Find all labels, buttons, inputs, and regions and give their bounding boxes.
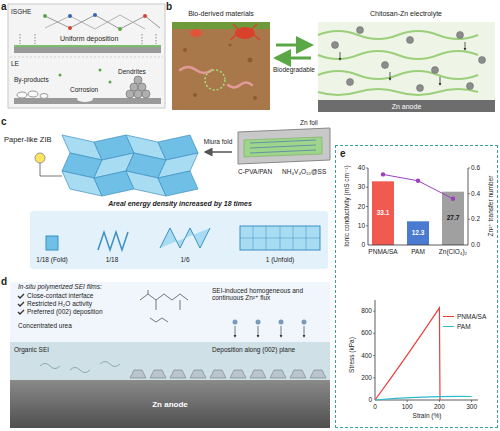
node-text: Zn anode	[152, 400, 188, 409]
text-label: ISGHE	[11, 8, 31, 15]
miura-facet	[126, 171, 166, 196]
axis-title: Zn²⁺ transfer number	[487, 176, 494, 237]
node-text: Zn anode	[392, 103, 422, 110]
tick-label: 0.6	[471, 164, 480, 171]
tick-label: 100	[402, 403, 413, 410]
tick-label: 200	[361, 374, 372, 381]
text-label: Deposition along (002) plane	[212, 346, 295, 353]
text-label: Preferred (002) deposition	[27, 308, 103, 315]
text-label: Miura fold	[204, 138, 233, 145]
tick-label: 10	[358, 222, 365, 229]
text-label: In-situ polymerized SEI films:	[18, 283, 102, 290]
tick-label: 0	[361, 241, 365, 248]
legend-text: PAM	[457, 323, 471, 330]
tick-label: 200	[434, 403, 445, 410]
legend-row: PNMA/SA	[443, 313, 486, 320]
text-label: Biodegradable	[273, 66, 315, 73]
anode-slab: Zn anode	[10, 380, 330, 428]
tick-label: 40	[358, 164, 365, 171]
miura-facet	[62, 171, 102, 196]
anode-slab: Zn anode	[318, 100, 495, 112]
bar-value: 12.3	[412, 229, 425, 236]
tick-label: 800	[361, 307, 372, 314]
text-label: Zn foil	[300, 119, 318, 126]
panel-letter: c	[1, 116, 7, 128]
text-label: Chitosan-Zn electrolyte	[370, 10, 442, 18]
text-label: 1 (Unfold)	[266, 256, 295, 263]
category-label: Zn(ClO₄)₂	[439, 248, 467, 255]
text-label: Areal energy density increased by 18 tim…	[108, 200, 252, 208]
text-label: Organic SEI	[14, 346, 49, 353]
panel-letter: d	[1, 276, 7, 288]
axis-title: Ionic conductivity (mS cm⁻¹)	[343, 165, 350, 246]
bar-value: 27.7	[447, 214, 460, 221]
tick-label: 0.0	[471, 241, 480, 248]
text-label: LE	[11, 60, 19, 67]
tick-label: 0	[368, 396, 372, 403]
text-label: 1/6	[180, 256, 189, 263]
tick-label: 0.4	[471, 190, 480, 197]
text-label: Concentrated urea	[18, 322, 72, 329]
tick-label: 0	[373, 403, 377, 410]
bar-value: 33.1	[377, 209, 390, 216]
text-label: By-products	[14, 76, 49, 83]
node-text: e	[340, 148, 346, 159]
text-label: Paper-like ZIB	[4, 136, 52, 145]
category-label: PNMA/SA	[368, 248, 397, 255]
text-label: Bio-derived materials	[188, 10, 254, 18]
legend-row: PAM	[443, 323, 471, 330]
text-label: C-PVA/PAN	[238, 168, 272, 175]
tick-label: 30	[358, 183, 365, 190]
miura-facet	[158, 171, 198, 196]
tick-label: 400	[361, 352, 372, 359]
axis-title: Strain (%)	[413, 412, 442, 419]
text-label: Dendrites	[118, 68, 146, 75]
text-label: SEI-induced homogeneous and continuous Z…	[212, 287, 324, 302]
text-label: Uniform deposition	[60, 35, 118, 43]
legend-text: PNMA/SA	[457, 313, 486, 320]
tick-label: 0.2	[471, 215, 480, 222]
tick-label: 300	[466, 403, 477, 410]
text-label: Close-contact interface	[27, 292, 93, 299]
text-label: Restricted H₂O activity	[27, 300, 92, 307]
axis-title: Stress (kPa)	[348, 337, 355, 373]
category-label: PAM	[411, 248, 425, 255]
panel-letter: b	[166, 1, 172, 13]
legend-line	[443, 326, 454, 327]
text-label: Corrosion	[70, 86, 98, 93]
panel-letter: a	[1, 1, 7, 13]
text-label: 1/18	[106, 256, 119, 263]
tick-label: 20	[358, 203, 365, 210]
tick-label: 600	[361, 329, 372, 336]
text-label: 1/18 (Fold)	[36, 256, 67, 263]
text-label: NH₄V₄O₁₀@SS	[282, 168, 326, 175]
legend-line	[443, 316, 454, 317]
